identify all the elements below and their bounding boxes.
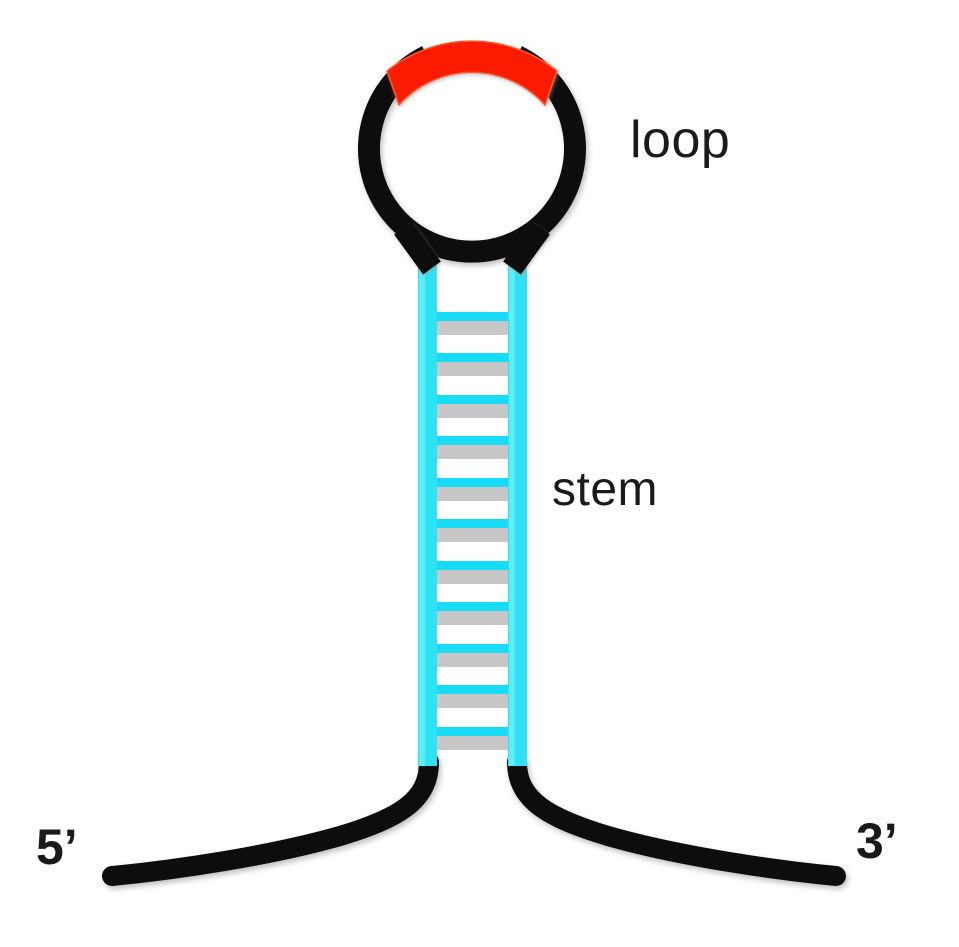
loop-backbone-circle — [358, 46, 586, 263]
stem-loop-junction-group — [394, 221, 550, 275]
loop-backbone-group — [358, 46, 586, 263]
base-pair-rung — [432, 685, 514, 708]
stem-rail-caps — [418, 700, 527, 766]
stem-label: stem — [552, 463, 659, 516]
three-prime-tail — [507, 752, 846, 886]
base-pair-rung — [432, 436, 514, 459]
stem-right-cap-highlight — [509, 700, 515, 766]
base-pair-rungs — [432, 312, 514, 750]
loop-label: loop — [630, 111, 731, 169]
stem-right-rail-highlight — [509, 258, 515, 770]
three-prime-label: 3’ — [856, 813, 898, 869]
tails-group — [102, 752, 846, 886]
base-pair-rung — [432, 561, 514, 584]
five-prime-label: 5’ — [36, 819, 78, 875]
loop-highlight-arc — [386, 40, 558, 106]
base-pair-rung — [432, 312, 514, 335]
base-pair-rung — [432, 395, 514, 418]
base-pair-rung — [432, 727, 514, 750]
base-pair-rung — [432, 519, 514, 542]
base-pair-rung — [432, 353, 514, 376]
loop-highlight-arc-group — [386, 40, 558, 106]
junction-left — [394, 221, 441, 275]
base-pair-rung — [432, 478, 514, 501]
base-pair-rung — [432, 602, 514, 625]
five-prime-tail — [102, 752, 439, 886]
junction-right — [503, 221, 550, 275]
stem-group — [418, 258, 527, 770]
stem-left-cap-highlight — [419, 700, 425, 766]
base-pair-rung — [432, 644, 514, 667]
stem-left-rail-highlight — [419, 258, 425, 770]
